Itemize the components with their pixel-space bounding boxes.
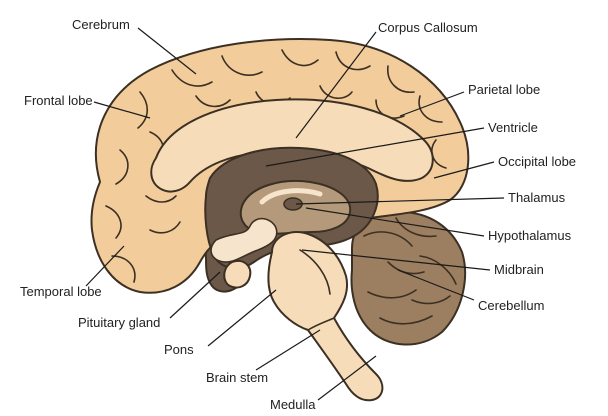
label-cerebellum: Cerebellum	[478, 298, 544, 313]
label-occipital-lobe: Occipital lobe	[498, 154, 576, 169]
leader-ventricle	[265, 127, 485, 167]
leader-occipital-lobe	[433, 161, 495, 179]
label-temporal-lobe: Temporal lobe	[20, 284, 102, 299]
hypothalamus-shape	[210, 217, 278, 263]
pituitary-gland-shape	[223, 260, 252, 289]
brain-stem-shape	[267, 231, 384, 402]
label-parietal-lobe: Parietal lobe	[468, 82, 540, 97]
label-thalamus: Thalamus	[508, 190, 566, 205]
leader-cerebrum	[137, 27, 197, 75]
labels: Cerebrum Corpus Callosum Frontal lobe Pa…	[20, 17, 576, 412]
label-ventricle: Ventricle	[488, 120, 538, 135]
leader-frontal-lobe	[93, 101, 151, 119]
label-hypothalamus: Hypothalamus	[488, 228, 572, 243]
label-cerebrum: Cerebrum	[72, 17, 130, 32]
leader-parietal-lobe	[399, 91, 465, 117]
label-frontal-lobe: Frontal lobe	[24, 93, 93, 108]
cerebellum-shape	[350, 210, 466, 346]
leader-temporal-lobe	[85, 245, 125, 287]
leader-hypothalamus	[305, 207, 485, 237]
leader-pons	[207, 289, 277, 347]
label-medulla: Medulla	[270, 397, 316, 412]
leader-midbrain	[301, 249, 491, 271]
label-midbrain: Midbrain	[494, 262, 544, 277]
leader-brain-stem	[255, 329, 321, 371]
label-corpus-callosum: Corpus Callosum	[378, 20, 478, 35]
leader-cerebellum	[397, 269, 475, 301]
corpus-callosum-shape	[150, 98, 434, 193]
label-brain-stem: Brain stem	[206, 370, 268, 385]
leader-corpus-callosum	[295, 31, 377, 139]
leader-medulla	[317, 355, 377, 401]
label-pituitary-gland: Pituitary gland	[78, 315, 160, 330]
leader-thalamus	[295, 197, 505, 205]
leader-lines	[85, 27, 505, 401]
label-pons: Pons	[164, 342, 194, 357]
leader-pituitary-gland	[169, 271, 221, 319]
